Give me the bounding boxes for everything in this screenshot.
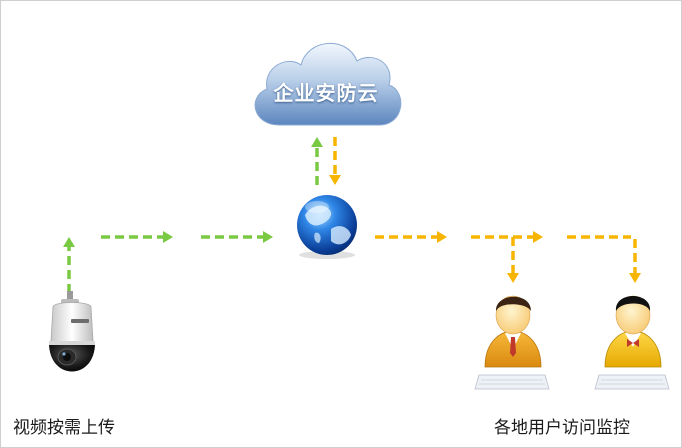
cloud-label: 企业安防云 [273, 81, 379, 105]
ptz-camera-icon [49, 291, 95, 372]
access-caption: 各地用户访问监控 [494, 418, 630, 438]
access-path [333, 137, 637, 273]
cloud-icon [254, 43, 402, 126]
upload-arrowheads [63, 137, 323, 247]
upload-caption: 视频按需上传 [13, 418, 115, 438]
globe-icon [297, 195, 357, 259]
user-icon [474, 295, 550, 390]
upload-path [67, 145, 319, 293]
user-icon [594, 295, 670, 390]
access-arrowheads [329, 175, 641, 283]
